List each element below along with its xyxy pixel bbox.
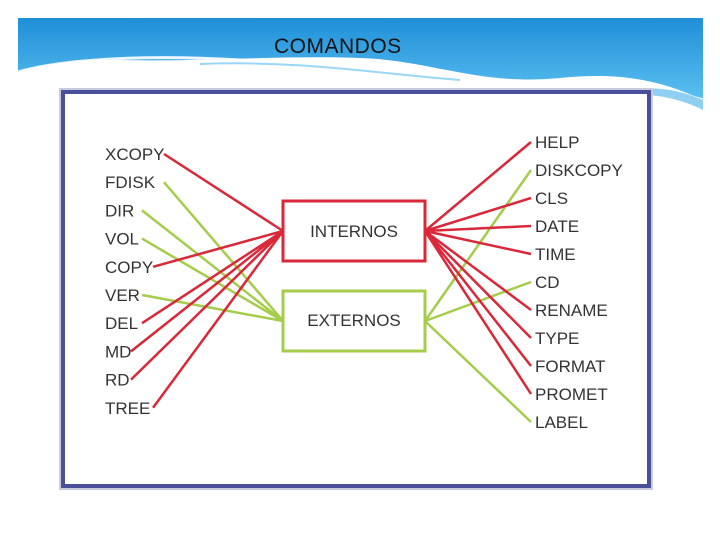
command-tree: TREE xyxy=(105,399,150,418)
command-vol: VOL xyxy=(105,230,139,249)
command-md: MD xyxy=(105,342,131,361)
command-ver: VER xyxy=(105,286,140,305)
command-cls: CLS xyxy=(535,189,568,208)
link-fdisk xyxy=(163,181,284,322)
command-diskcopy: DISKCOPY xyxy=(535,161,623,180)
internos-label: INTERNOS xyxy=(310,222,398,241)
link-del xyxy=(141,229,284,325)
externos-label: EXTERNOS xyxy=(307,311,401,330)
externos-box xyxy=(281,289,427,353)
command-date: DATE xyxy=(535,217,579,236)
command-type: TYPE xyxy=(535,329,579,348)
command-xcopy: XCOPY xyxy=(105,145,165,164)
link-label xyxy=(424,320,532,423)
link-cd xyxy=(424,280,532,323)
command-dir: DIR xyxy=(105,201,134,220)
link-tree xyxy=(151,230,285,409)
command-promet: PROMET xyxy=(535,385,608,404)
link-rename xyxy=(424,229,532,312)
link-xcopy xyxy=(163,152,284,233)
link-promet xyxy=(423,230,533,395)
link-cls xyxy=(424,196,532,233)
link-time xyxy=(424,229,532,256)
command-help: HELP xyxy=(535,133,579,152)
link-diskcopy xyxy=(423,169,533,322)
command-cd: CD xyxy=(535,273,560,292)
link-rd xyxy=(130,230,284,381)
command-time: TIME xyxy=(535,245,576,264)
command-fdisk: FDISK xyxy=(105,173,156,192)
link-ver xyxy=(141,293,284,323)
command-rd: RD xyxy=(105,371,130,390)
link-help xyxy=(424,141,532,232)
command-format: FORMAT xyxy=(535,357,606,376)
link-format xyxy=(424,230,532,367)
command-copy: COPY xyxy=(105,258,153,277)
slide-title: COMANDOS xyxy=(274,35,402,58)
link-vol xyxy=(141,237,284,323)
internos-box xyxy=(281,199,427,263)
link-copy xyxy=(152,229,284,269)
command-rename: RENAME xyxy=(535,301,608,320)
command-label: LABEL xyxy=(535,413,588,432)
link-type xyxy=(424,230,532,339)
link-md xyxy=(130,230,284,353)
commands-diagram: INTERNOS EXTERNOS XCOPY FDISK DIR VOL COPY VE… xyxy=(105,133,623,432)
link-dir xyxy=(141,209,284,322)
diagram-frame: INTERNOS EXTERNOS XCOPY FDISK DIR VOL COPY VE… xyxy=(61,90,651,488)
command-del: DEL xyxy=(105,314,138,333)
link-date xyxy=(424,224,532,233)
